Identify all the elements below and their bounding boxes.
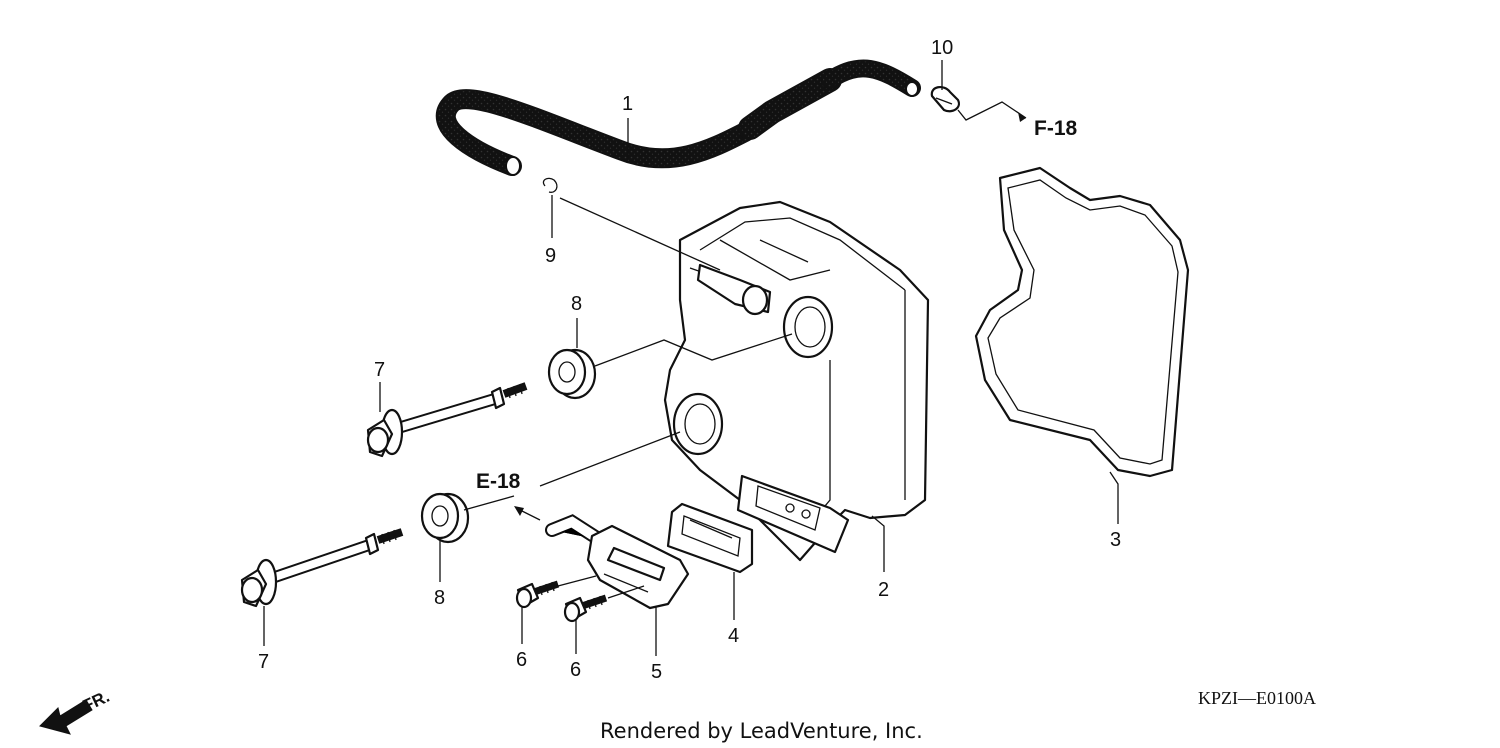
callout-10: 10 — [931, 37, 953, 59]
f18-arrowhead — [1018, 112, 1026, 122]
front-direction-arrow: FR. — [39, 687, 113, 735]
cover-gasket — [974, 166, 1190, 478]
cylinder-head-cover — [663, 200, 930, 562]
callout-8-upper: 8 — [571, 293, 582, 315]
leader-lines — [263, 60, 1119, 656]
hose-clip-9 — [542, 177, 558, 193]
reference-f18: F-18 — [1034, 117, 1078, 140]
render-credit: Rendered by LeadVenture, Inc. — [600, 719, 923, 743]
hose-clip-10 — [930, 86, 960, 113]
screw-6-right — [563, 594, 608, 623]
screw-6-left — [515, 580, 560, 609]
seal-washer-lower — [420, 492, 470, 544]
callout-7-upper: 7 — [374, 359, 385, 381]
breather-hose — [435, 59, 921, 176]
inspection-gasket — [666, 502, 754, 574]
callout-2: 2 — [878, 579, 889, 601]
callout-7-lower: 7 — [258, 651, 269, 673]
diagram-code: KPZI—E0100A — [1198, 688, 1316, 708]
callout-1: 1 — [622, 93, 633, 115]
e18-arrowhead — [514, 506, 524, 516]
callout-6-right: 6 — [570, 659, 581, 681]
bolt-upper — [366, 382, 528, 458]
reference-e18: E-18 — [476, 470, 521, 493]
breather-fitting — [545, 514, 690, 610]
callout-4: 4 — [728, 625, 739, 647]
seal-washer-upper — [547, 348, 597, 400]
callout-5: 5 — [651, 661, 662, 683]
callout-6-left: 6 — [516, 649, 527, 671]
callout-9: 9 — [545, 245, 556, 267]
bolt-lower — [240, 528, 404, 608]
callout-3: 3 — [1110, 529, 1121, 551]
callout-8-lower: 8 — [434, 587, 445, 609]
